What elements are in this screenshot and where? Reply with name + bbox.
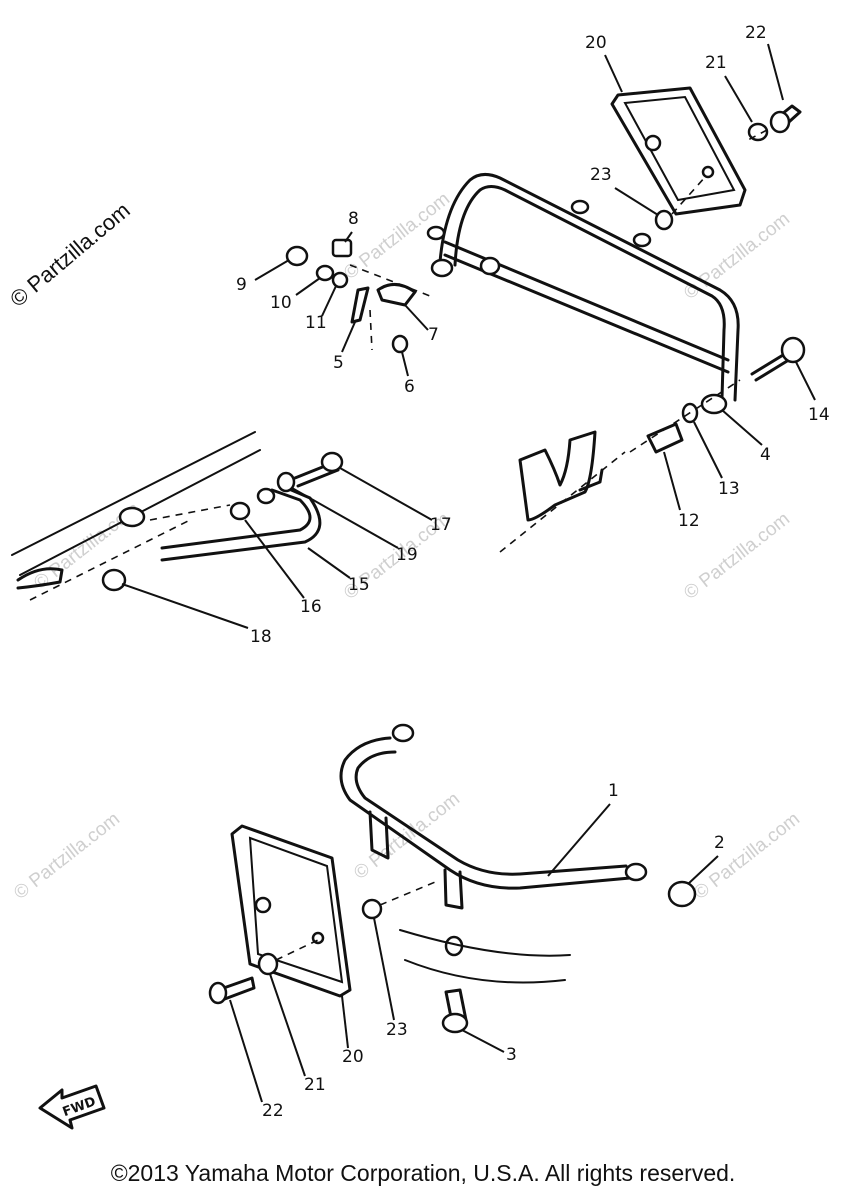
callout-17: 17 xyxy=(430,515,452,535)
clamp-hardware xyxy=(285,238,431,354)
callout-11: 11 xyxy=(305,313,327,333)
callout-9: 9 xyxy=(236,275,247,295)
callout-18: 18 xyxy=(250,627,272,647)
callout-23-top: 23 xyxy=(590,165,612,185)
callout-3: 3 xyxy=(506,1045,517,1065)
fwd-arrow: FWD xyxy=(38,1084,106,1130)
callout-21-bottom: 21 xyxy=(304,1075,326,1095)
callout-16: 16 xyxy=(300,597,322,617)
callout-23-bottom: 23 xyxy=(386,1020,408,1040)
hardware-top-plate xyxy=(654,104,802,231)
pivot-hardware xyxy=(629,336,806,454)
callout-2: 2 xyxy=(714,833,725,853)
callout-22-bottom: 22 xyxy=(262,1101,284,1121)
callout-6: 6 xyxy=(404,377,415,397)
callout-14: 14 xyxy=(808,405,830,425)
lower-left-assembly xyxy=(11,431,626,601)
callout-12: 12 xyxy=(678,511,700,531)
callout-15: 15 xyxy=(348,575,370,595)
callout-21-top: 21 xyxy=(705,53,727,73)
callout-13: 13 xyxy=(718,479,740,499)
mount-block xyxy=(518,430,604,522)
license-plate-top xyxy=(610,86,747,216)
callout-19: 19 xyxy=(396,545,418,565)
callouts: 20 22 21 23 8 9 10 11 5 7 6 14 4 13 12 1… xyxy=(121,23,830,1121)
watermark-main: © Partzilla.com xyxy=(5,197,135,311)
license-plate-bottom xyxy=(230,824,352,998)
bumper-bracket xyxy=(339,723,697,1034)
watermark: © Partzilla.com xyxy=(690,809,804,904)
callout-1: 1 xyxy=(608,781,619,801)
copyright-text: ©2013 Yamaha Motor Corporation, U.S.A. A… xyxy=(110,1160,736,1186)
callout-5: 5 xyxy=(333,353,344,373)
watermark: © Partzilla.com xyxy=(10,809,124,904)
callout-22-top: 22 xyxy=(745,23,767,43)
callout-20-bottom: 20 xyxy=(342,1047,364,1067)
callout-10: 10 xyxy=(270,293,292,313)
bracket-frame xyxy=(426,173,740,415)
hardware-bottom-plate xyxy=(208,939,319,1005)
callout-4: 4 xyxy=(760,445,771,465)
callout-7: 7 xyxy=(428,325,439,345)
callout-20-top: 20 xyxy=(585,33,607,53)
callout-8: 8 xyxy=(348,209,359,229)
